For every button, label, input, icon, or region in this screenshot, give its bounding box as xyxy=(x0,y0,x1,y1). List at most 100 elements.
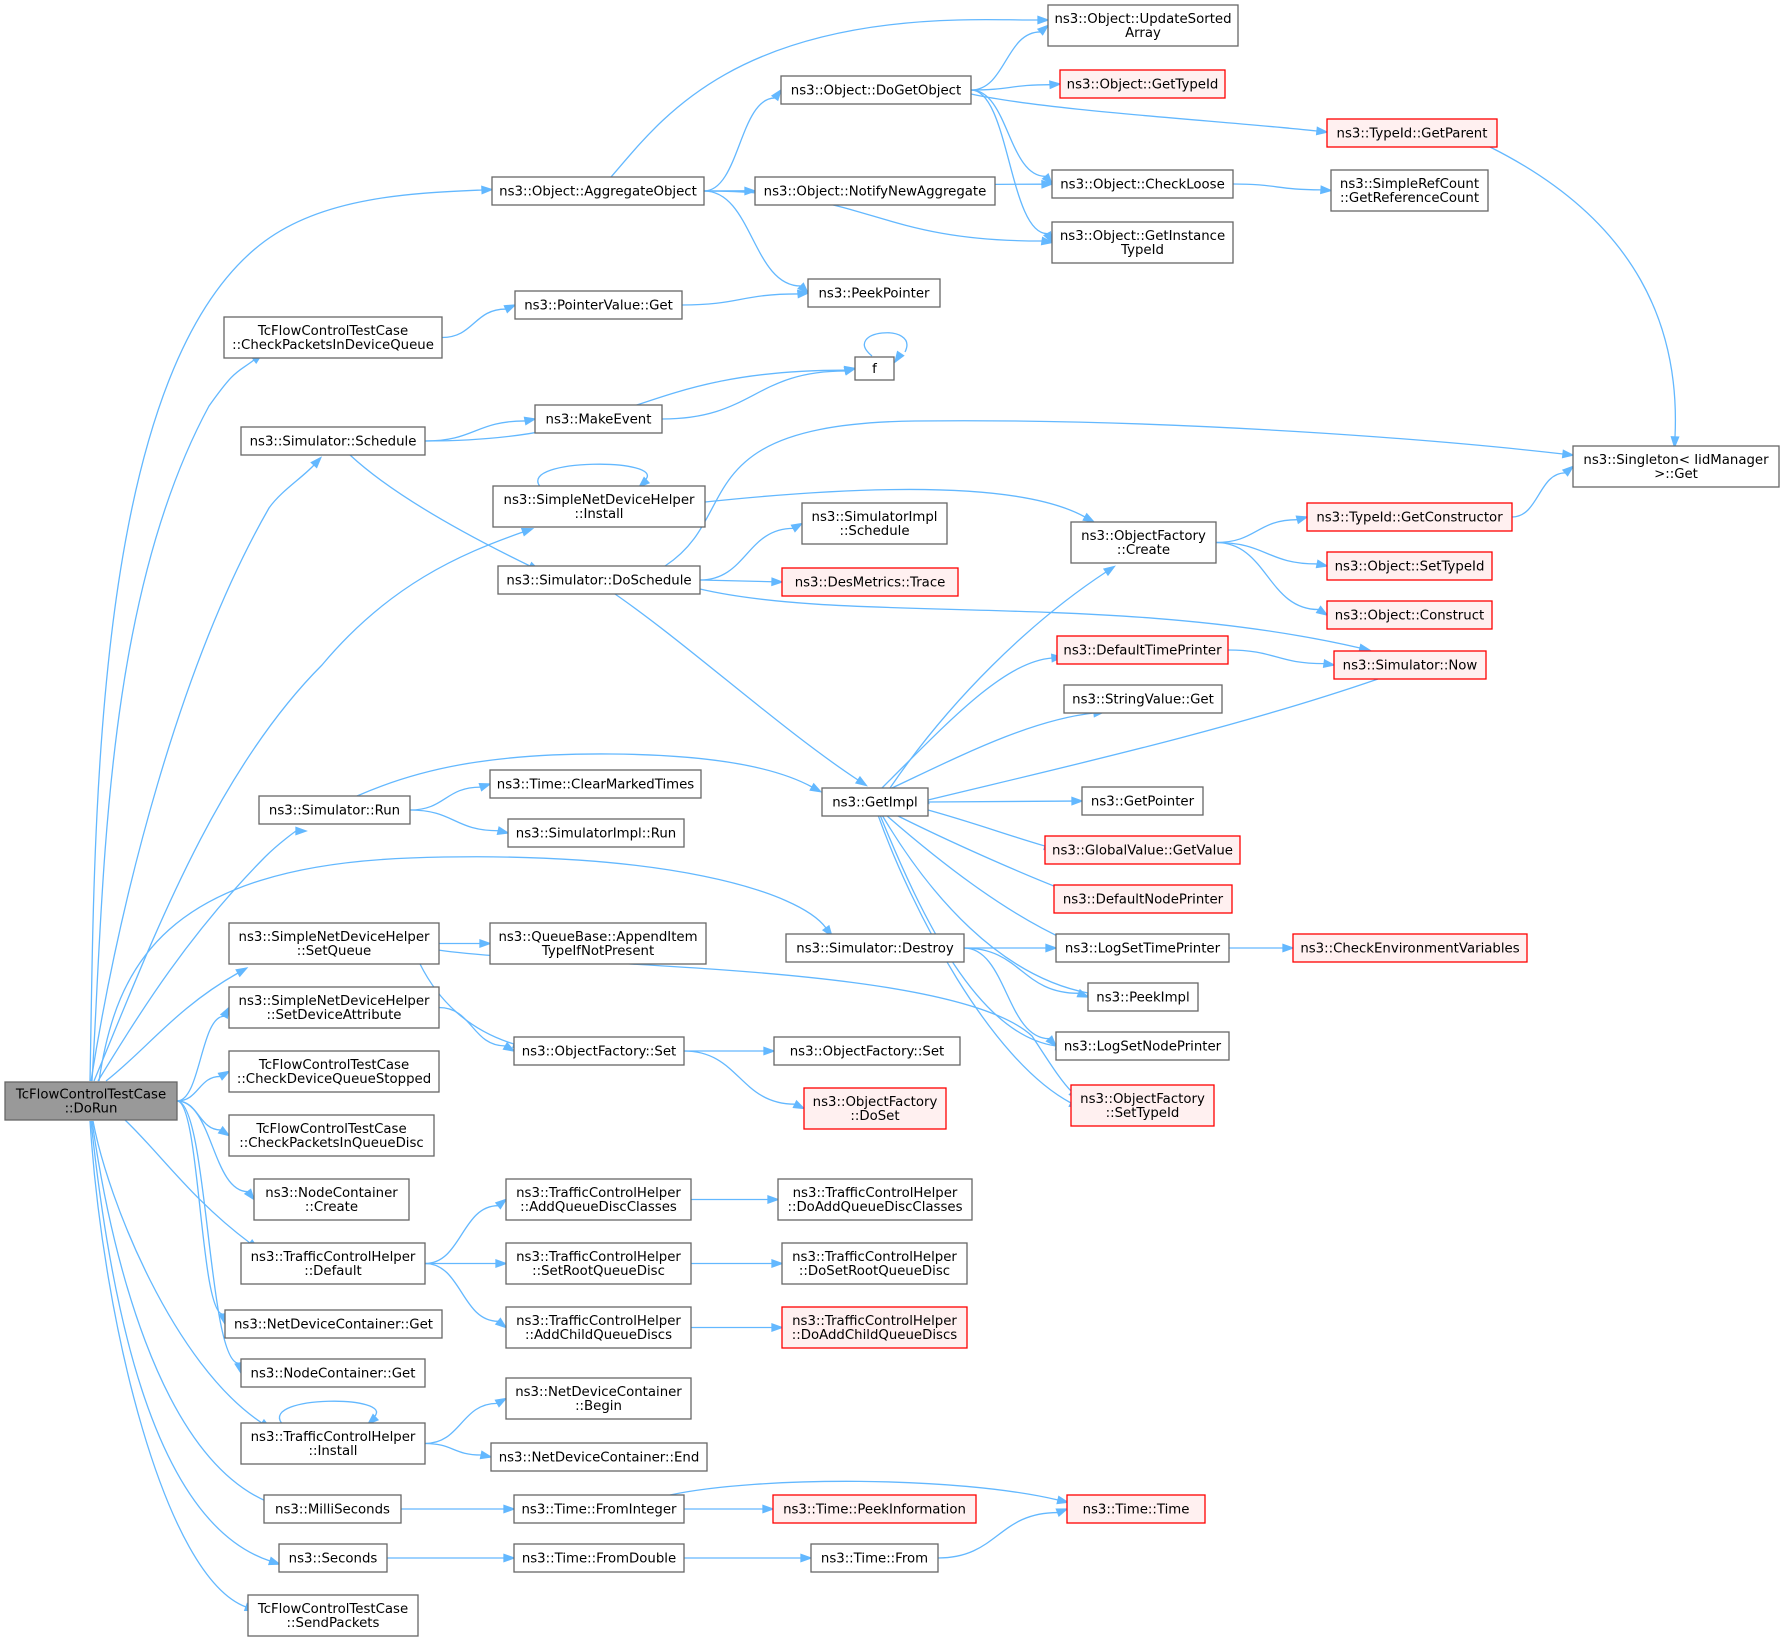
node-sim-destroy[interactable]: ns3::Simulator::Destroy xyxy=(785,933,965,963)
node-tch-add-qdclasses[interactable]: ns3::TrafficControlHelper::AddQueueDiscC… xyxy=(505,1178,692,1221)
node-obj-check-loose[interactable]: ns3::Object::CheckLoose xyxy=(1051,169,1234,199)
node-tch-add-child-qd[interactable]: ns3::TrafficControlHelper::AddChildQueue… xyxy=(505,1306,692,1349)
node-sndh-install[interactable]: ns3::SimpleNetDeviceHelper::Install xyxy=(492,485,706,528)
node-type-id-get-parent[interactable]: ns3::TypeId::GetParent xyxy=(1326,118,1498,148)
node-label: ns3::Object::UpdateSorted xyxy=(1054,12,1231,27)
node-peek-pointer[interactable]: ns3::PeekPointer xyxy=(807,278,941,308)
node-label: ns3::TrafficControlHelper xyxy=(793,1186,958,1201)
node-tch-do-set-root-qd[interactable]: ns3::TrafficControlHelper::DoSetRootQueu… xyxy=(781,1242,968,1285)
node-sim-do-schedule[interactable]: ns3::Simulator::DoSchedule xyxy=(497,565,701,595)
node-get-impl[interactable]: ns3::GetImpl xyxy=(821,787,929,817)
node-sim-impl-schedule[interactable]: ns3::SimulatorImpl::Schedule xyxy=(801,502,948,545)
node-singleton-get[interactable]: ns3::Singleton< IidManager >::Get xyxy=(1572,445,1780,488)
node-label: ::SetDeviceAttribute xyxy=(267,1008,402,1023)
node-label: ns3::Object::GetInstance xyxy=(1060,229,1225,244)
node-obj-get-type-id[interactable]: ns3::Object::GetTypeId xyxy=(1059,69,1226,99)
node-label: ns3::NetDeviceContainer::Get xyxy=(234,1318,433,1333)
node-check-pkts-dev-queue[interactable]: TcFlowControlTestCase::CheckPacketsInDev… xyxy=(223,316,443,359)
node-label: ns3::Object::DoGetObject xyxy=(791,84,961,99)
node-type-id-get-ctor[interactable]: ns3::TypeId::GetConstructor xyxy=(1306,502,1513,532)
node-box xyxy=(489,769,702,799)
edge-root-to-seconds xyxy=(90,1120,282,1566)
edge-do-get-object-to-update-sorted xyxy=(970,24,1050,91)
node-label: TcFlowControlTestCase xyxy=(255,1122,406,1137)
node-sim-schedule[interactable]: ns3::Simulator::Schedule xyxy=(240,426,426,456)
node-label: ns3::TrafficControlHelper xyxy=(792,1314,957,1329)
node-ndc-begin[interactable]: ns3::NetDeviceContainer::Begin xyxy=(505,1377,692,1420)
node-make-event[interactable]: ns3::MakeEvent xyxy=(534,404,663,434)
edge-sim-do-schedule-to-sim-now xyxy=(699,588,1372,653)
node-peek-impl[interactable]: ns3::PeekImpl xyxy=(1087,982,1199,1012)
edge-sim-do-schedule-to-get-impl xyxy=(614,593,868,787)
node-box xyxy=(4,1081,178,1121)
node-default-node-printer[interactable]: ns3::DefaultNodePrinter xyxy=(1053,884,1233,914)
edge-tch-install-to-ndc-end xyxy=(424,1442,493,1460)
node-obj-factory-create[interactable]: ns3::ObjectFactory::Create xyxy=(1070,521,1217,564)
edge-get-impl-to-string-value-get xyxy=(891,708,1106,789)
node-check-dev-queue-stopped[interactable]: TcFlowControlTestCase::CheckDeviceQueueS… xyxy=(228,1050,440,1093)
node-des-metrics-trace[interactable]: ns3::DesMetrics::Trace xyxy=(781,567,959,597)
node-notify-new-aggr[interactable]: ns3::Object::NotifyNewAggregate xyxy=(754,176,996,206)
node-milli-seconds[interactable]: ns3::MilliSeconds xyxy=(263,1494,402,1524)
node-aggregate-object[interactable]: ns3::Object::AggregateObject xyxy=(491,176,705,206)
node-label: ::CheckDeviceQueueStopped xyxy=(237,1072,431,1087)
node-tch-default[interactable]: ns3::TrafficControlHelper::Default xyxy=(240,1242,426,1285)
node-sndh-set-queue[interactable]: ns3::SimpleNetDeviceHelper::SetQueue xyxy=(228,922,440,965)
node-do-get-object[interactable]: ns3::Object::DoGetObject xyxy=(780,75,972,105)
node-box xyxy=(247,1594,419,1637)
node-label: TcFlowControlTestCase xyxy=(257,1602,408,1617)
node-get-pointer[interactable]: ns3::GetPointer xyxy=(1081,786,1204,816)
node-time-clear-marked[interactable]: ns3::Time::ClearMarkedTimes xyxy=(489,769,702,799)
node-label: ns3::GlobalValue::GetValue xyxy=(1052,844,1233,859)
node-tch-do-add-child-qd[interactable]: ns3::TrafficControlHelper::DoAddChildQue… xyxy=(781,1306,968,1349)
node-obj-factory-set-type-id[interactable]: ns3::ObjectFactory::SetTypeId xyxy=(1070,1084,1215,1127)
node-tch-install[interactable]: ns3::TrafficControlHelper::Install xyxy=(240,1422,426,1465)
node-label: ns3::QueueBase::AppendItem xyxy=(498,930,697,945)
node-default-time-printer[interactable]: ns3::DefaultTimePrinter xyxy=(1056,635,1229,665)
node-tch-set-root-qd[interactable]: ns3::TrafficControlHelper::SetRootQueueD… xyxy=(505,1242,692,1285)
node-label: ns3::SimpleRefCount xyxy=(1340,177,1479,192)
node-obj-factory-set2[interactable]: ns3::ObjectFactory::Set xyxy=(773,1036,961,1066)
node-pointer-value-get[interactable]: ns3::PointerValue::Get xyxy=(514,290,683,320)
node-send-packets[interactable]: TcFlowControlTestCase::SendPackets xyxy=(247,1594,419,1637)
node-obj-factory-do-set[interactable]: ns3::ObjectFactory::DoSet xyxy=(803,1087,947,1130)
node-time-from-integer[interactable]: ns3::Time::FromInteger xyxy=(513,1494,685,1524)
node-sim-run[interactable]: ns3::Simulator::Run xyxy=(258,795,411,825)
node-sim-impl-run[interactable]: ns3::SimulatorImpl::Run xyxy=(507,818,685,848)
node-log-set-time-printer[interactable]: ns3::LogSetTimePrinter xyxy=(1055,933,1230,963)
node-box xyxy=(505,1242,692,1285)
node-time-peek-info[interactable]: ns3::Time::PeekInformation xyxy=(772,1494,977,1524)
node-log-set-node-printer[interactable]: ns3::LogSetNodePrinter xyxy=(1055,1031,1230,1061)
node-time-from-double[interactable]: ns3::Time::FromDouble xyxy=(513,1543,685,1573)
node-obj-set-type-id[interactable]: ns3::Object::SetTypeId xyxy=(1326,551,1493,581)
node-ndc-end[interactable]: ns3::NetDeviceContainer::End xyxy=(490,1442,708,1472)
node-string-value-get[interactable]: ns3::StringValue::Get xyxy=(1063,684,1223,714)
node-node-cont-create[interactable]: ns3::NodeContainer::Create xyxy=(253,1178,410,1221)
node-f[interactable]: f xyxy=(854,356,895,381)
node-sndh-set-dev-attr[interactable]: ns3::SimpleNetDeviceHelper::SetDeviceAtt… xyxy=(228,986,440,1029)
node-node-cont-get[interactable]: ns3::NodeContainer::Get xyxy=(240,1358,426,1388)
nodes-layer: TcFlowControlTestCase::DoRun ns3::Object:… xyxy=(4,4,1780,1637)
node-time-time[interactable]: ns3::Time::Time xyxy=(1066,1494,1206,1524)
node-ndc-get[interactable]: ns3::NetDeviceContainer::Get xyxy=(224,1309,443,1339)
edge-f-to-f xyxy=(863,332,908,364)
node-simple-ref-count[interactable]: ns3::SimpleRefCount::GetReferenceCount xyxy=(1330,169,1489,212)
node-check-env-vars[interactable]: ns3::CheckEnvironmentVariables xyxy=(1292,933,1528,963)
node-obj-factory-set[interactable]: ns3::ObjectFactory::Set xyxy=(513,1036,685,1066)
node-seconds[interactable]: ns3::Seconds xyxy=(278,1543,388,1573)
node-tch-do-add-qdclasses[interactable]: ns3::TrafficControlHelper::DoAddQueueDis… xyxy=(777,1178,973,1221)
node-queue-base-append[interactable]: ns3::QueueBase::AppendItemTypeIfNotPrese… xyxy=(489,922,707,965)
node-root[interactable]: TcFlowControlTestCase::DoRun xyxy=(4,1081,178,1121)
edge-obj-factory-create-to-type-id-get-ctor xyxy=(1215,515,1309,544)
node-obj-construct[interactable]: ns3::Object::Construct xyxy=(1326,600,1493,630)
node-box xyxy=(781,1306,968,1349)
node-time-from[interactable]: ns3::Time::From xyxy=(810,1543,939,1573)
node-box xyxy=(781,1242,968,1285)
node-sim-now[interactable]: ns3::Simulator::Now xyxy=(1333,650,1487,680)
edge-sim-run-to-get-impl xyxy=(356,753,823,797)
edge-get-impl-to-log-set-time-printer xyxy=(885,814,1077,945)
node-check-pkts-queue-disc[interactable]: TcFlowControlTestCase::CheckPacketsInQue… xyxy=(228,1114,435,1157)
node-global-value-get[interactable]: ns3::GlobalValue::GetValue xyxy=(1044,835,1241,865)
